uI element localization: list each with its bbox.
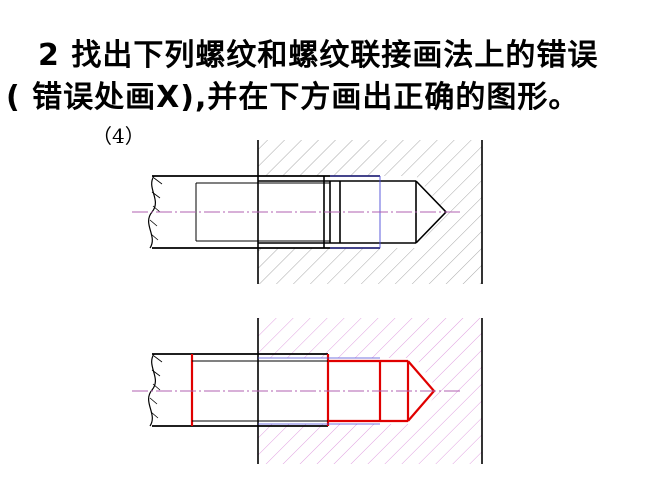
bottom-figure [132, 318, 483, 464]
title-line-2: ( 错误处画X),并在下方画出正确的图形。 [6, 80, 580, 115]
bottom-bolt-break-hatch [149, 355, 163, 419]
bottom-bolt-break-curve [147, 353, 157, 427]
top-figure [132, 140, 483, 284]
top-bolt-break-hatch [149, 177, 163, 241]
title-line-1: 2 找出下列螺纹和螺纹联接画法上的错误 [38, 38, 599, 73]
figure-label: （4） [92, 124, 145, 148]
